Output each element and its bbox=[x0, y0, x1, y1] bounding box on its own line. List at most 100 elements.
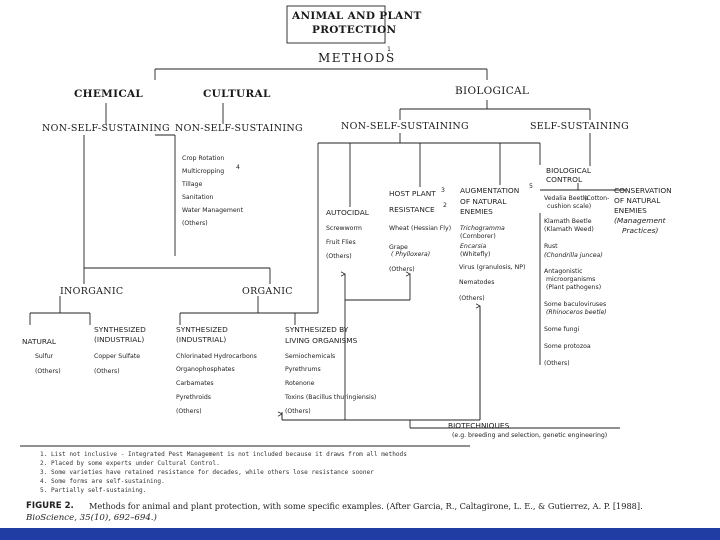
organic-heading: ORGANIC bbox=[242, 286, 293, 297]
biocontrol-item: (Chondrilla juncea) bbox=[544, 252, 603, 259]
synth-industrial-2-line-2: (INDUSTRIAL) bbox=[176, 335, 227, 344]
synth-living-item: (Others) bbox=[285, 408, 311, 415]
autocidal-item: Screwworm bbox=[326, 225, 362, 232]
synth-living-line-1: SYNTHESIZED BY bbox=[285, 325, 349, 334]
conservation-line-3: ENEMIES bbox=[614, 206, 647, 215]
augmentation-line-2: OF NATURAL bbox=[460, 197, 507, 206]
host-plant-item: Grape bbox=[389, 244, 408, 251]
biological-control-line-2: CONTROL bbox=[546, 175, 583, 184]
augmentation-item: (Others) bbox=[459, 295, 485, 302]
biocontrol-item: Vedalia Beetle bbox=[544, 195, 589, 202]
cultural-item: Water Management bbox=[182, 207, 244, 214]
conservation-line-2: OF NATURAL bbox=[614, 196, 661, 205]
biocontrol-item: (Rhinoceros beetle) bbox=[546, 309, 607, 316]
synth-industrial-1-line-1: SYNTHESIZED bbox=[94, 325, 146, 334]
augmentation-item: Virus (granulosis, NP) bbox=[459, 264, 526, 271]
augmentation-item: (Cornborer) bbox=[460, 233, 496, 240]
synth-industrial-2-item: Organophosphates bbox=[176, 366, 235, 373]
host-plant-footnote-mark-2: 2 bbox=[443, 202, 447, 209]
biocontrol-item: Antagonistic bbox=[544, 268, 583, 275]
cultural-nss: NON-SELF-SUSTAINING bbox=[175, 123, 303, 134]
cultural-item: Tillage bbox=[182, 181, 203, 188]
augmentation-item: Encarsia bbox=[460, 243, 487, 250]
conservation-line-1: CONSERVATION bbox=[614, 186, 672, 195]
biological-nss: NON-SELF-SUSTAINING bbox=[341, 121, 469, 132]
autocidal-item: (Others) bbox=[326, 253, 352, 260]
footnote-3: 3. Some varieties have retained resistan… bbox=[40, 469, 374, 476]
figure-label: FIGURE 2. bbox=[26, 501, 74, 511]
biological-control-line-1: BIOLOGICAL bbox=[546, 166, 591, 175]
bottom-accent-bar bbox=[0, 528, 720, 540]
augmentation-item: Trichogramma bbox=[460, 225, 505, 232]
host-plant-line-2: RESISTANCE bbox=[389, 205, 435, 214]
footnote-5: 5. Partially self-sustaining. bbox=[40, 487, 147, 494]
cultural-footnote-mark: 4 bbox=[236, 164, 240, 171]
synth-industrial-2-item: (Others) bbox=[176, 408, 202, 415]
synth-industrial-1-item: (Others) bbox=[94, 368, 120, 375]
synth-industrial-1-line-2: (INDUSTRIAL) bbox=[94, 335, 145, 344]
host-plant-item: Wheat (Hessian Fly) bbox=[389, 225, 452, 232]
inorganic-heading: INORGANIC bbox=[60, 286, 124, 297]
biocontrol-item: (Cotton- bbox=[584, 195, 610, 202]
synth-living-line-2: LIVING ORGANISMS bbox=[285, 336, 358, 345]
methods-label: METHODS bbox=[318, 51, 396, 65]
conservation-line-5: Practices) bbox=[622, 226, 659, 235]
biotechniques-examples: (e.g. breeding and selection, genetic en… bbox=[452, 432, 608, 439]
synth-living-item: Toxins (Bacillus thuringiensis) bbox=[285, 394, 377, 401]
biocontrol-item: Rust bbox=[544, 243, 558, 250]
cultural-item: Crop Rotation bbox=[182, 155, 225, 162]
footnote-2: 2. Placed by some experts under Cultural… bbox=[40, 460, 220, 467]
biocontrol-item: Klamath Beetle bbox=[544, 218, 592, 225]
title-line-1: ANIMAL AND PLANT bbox=[292, 10, 422, 22]
synth-living-item: Rotenone bbox=[285, 380, 315, 387]
biocontrol-item: (Klamath Weed) bbox=[544, 226, 594, 233]
host-plant-item: ( Phylloxera) bbox=[391, 251, 431, 258]
synth-living-item: Semiochemicals bbox=[285, 353, 336, 360]
title-line-2: PROTECTION bbox=[312, 24, 397, 36]
footnote-1: 1. List not inclusive - Integrated Pest … bbox=[40, 451, 407, 458]
figure-caption-citation: BioScience, 35(10), 692–694.) bbox=[26, 513, 157, 523]
augmentation-item: Nematodes bbox=[459, 279, 495, 286]
biocontrol-item: Some fungi bbox=[544, 326, 580, 333]
figure-caption: Methods for animal and plant protection,… bbox=[89, 501, 643, 511]
biological-heading: BIOLOGICAL bbox=[455, 85, 530, 97]
natural-item: (Others) bbox=[35, 368, 61, 375]
cultural-item: Sanitation bbox=[182, 194, 214, 201]
host-plant-item: (Others) bbox=[389, 266, 415, 273]
biocontrol-item: (Plant pathogens) bbox=[546, 284, 602, 291]
cultural-item: Multicropping bbox=[182, 168, 225, 175]
title-box bbox=[286, 5, 386, 44]
self-sustaining: SELF-SUSTAINING bbox=[530, 121, 630, 132]
cultural-heading: CULTURAL bbox=[203, 88, 271, 100]
augmentation-footnote-mark: 5 bbox=[529, 183, 533, 190]
synth-industrial-2-item: Pyrethroids bbox=[176, 394, 212, 401]
biocontrol-item: Some baculoviruses bbox=[544, 301, 607, 308]
biocontrol-item: microorganisms bbox=[546, 276, 596, 283]
biocontrol-item: (Others) bbox=[544, 360, 570, 367]
augmentation-line-1: AUGMENTATION bbox=[460, 186, 520, 195]
biocontrol-item: cushion scale) bbox=[547, 203, 592, 210]
synth-living-item: Pyrethrums bbox=[285, 366, 321, 373]
augmentation-line-3: ENEMIES bbox=[460, 207, 493, 216]
natural-item: Sulfur bbox=[35, 353, 54, 360]
augmentation-item: (Whitefly) bbox=[460, 251, 491, 258]
synth-industrial-2-line-1: SYNTHESIZED bbox=[176, 325, 228, 334]
cultural-item: (Others) bbox=[182, 220, 208, 227]
host-plant-footnote-mark: 3 bbox=[441, 187, 445, 194]
synth-industrial-2-item: Carbamates bbox=[176, 380, 214, 387]
synth-industrial-1-item: Copper Sulfate bbox=[94, 353, 141, 360]
chemical-nss: NON-SELF-SUSTAINING bbox=[42, 123, 170, 134]
synth-industrial-2-item: Chlorinated Hydrocarbons bbox=[176, 353, 257, 360]
autocidal-heading: AUTOCIDAL bbox=[326, 208, 369, 217]
footnote-4: 4. Some forms are self-sustaining. bbox=[40, 478, 165, 485]
autocidal-item: Fruit Flies bbox=[326, 239, 356, 246]
natural-heading: NATURAL bbox=[22, 337, 56, 346]
biotechniques-heading: BIOTECHNIQUES bbox=[448, 421, 510, 430]
biocontrol-item: Some protozoa bbox=[544, 343, 591, 350]
host-plant-line-1: HOST PLANT bbox=[389, 189, 436, 198]
chemical-heading: CHEMICAL bbox=[74, 88, 144, 100]
conservation-line-4: (Management bbox=[614, 216, 666, 225]
methods-footnote-mark: 1 bbox=[387, 46, 391, 53]
